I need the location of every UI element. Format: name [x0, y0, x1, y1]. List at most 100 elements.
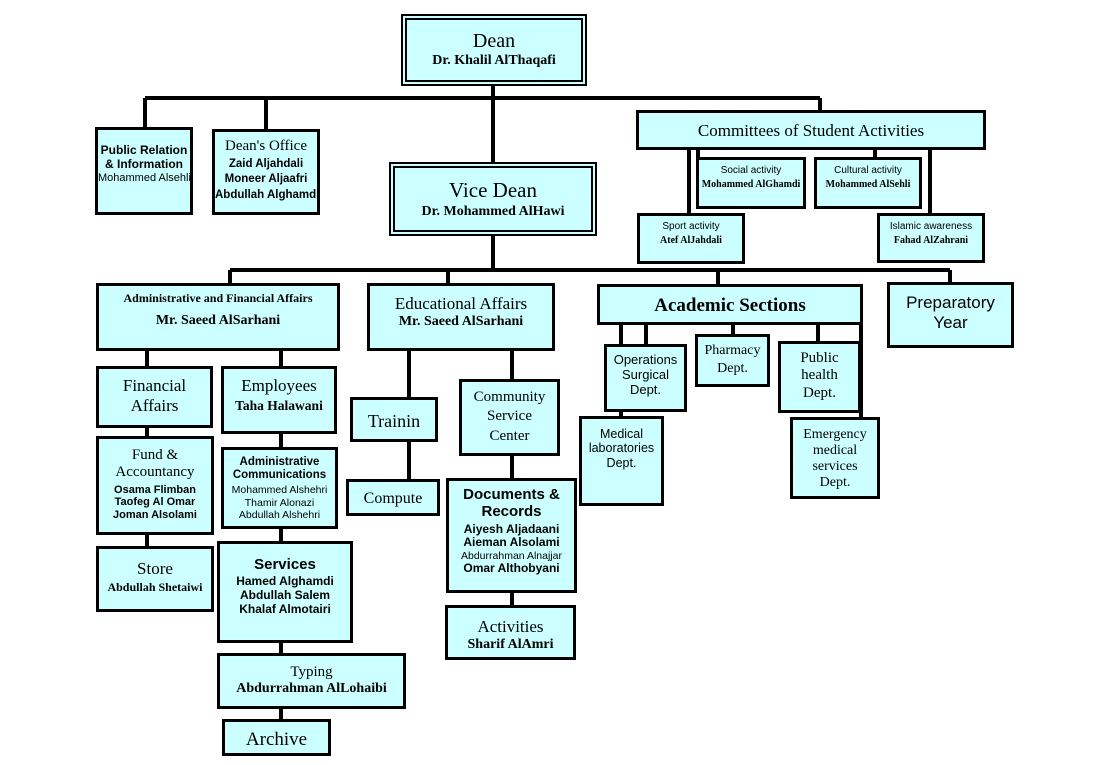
documents-records-box: Documents & Records Aiyesh Aljadaani Aie…: [446, 478, 577, 593]
pharmacy-line2: Dept.: [717, 361, 748, 377]
documents-records-member-3: Abdurrahman Alnajjar: [461, 550, 562, 563]
pharmacy-box: Pharmacy Dept.: [695, 334, 770, 387]
typing-title: Typing: [290, 664, 333, 680]
fund-accountancy-line1: Fund &: [131, 447, 179, 463]
public-relation-title-1: Public Relation: [100, 143, 188, 157]
public-relation-name: Mohammed Alsehli: [98, 171, 191, 184]
community-service-line1: Community: [473, 389, 546, 405]
services-member-3: Khalaf Almotairi: [239, 601, 331, 616]
public-health-box: Public health Dept.: [778, 341, 861, 413]
compute-box: Compute: [346, 479, 440, 516]
medical-labs-line1: Medical: [599, 427, 644, 441]
employees-box: Employees Taha Halawani: [221, 366, 337, 434]
sport-activity-name: Atef AlJahdali: [660, 234, 722, 246]
operations-surgical-box: Operations Surgical Dept.: [604, 344, 687, 412]
operations-surgical-line2: Surgical: [622, 366, 669, 382]
operations-surgical-line1: Operations: [613, 352, 678, 367]
educational-affairs-name: Mr. Saeed AlSarhani: [398, 313, 524, 329]
educational-affairs-title: Educational Affairs: [394, 294, 528, 313]
training-box: Trainin: [350, 397, 438, 442]
admin-communications-member-3: Abdullah Alshehri: [238, 508, 321, 521]
deans-office-box: Dean's Office Zaid Aljahdali Moneer Alja…: [212, 129, 320, 215]
preparatory-year-line1: Preparatory: [906, 293, 995, 312]
community-service-box: Community Service Center: [459, 379, 560, 456]
sport-activity-box: Sport activity Atef AlJahdali: [637, 213, 745, 264]
islamic-awareness-title: Islamic awareness: [889, 221, 973, 232]
cultural-activity-box: Cultural activity Mohammed AlSehli: [814, 157, 922, 209]
fund-accountancy-box: Fund & Accountancy Osama Flimban Taofeg …: [96, 436, 214, 535]
services-member-1: Hamed Alghamdi: [236, 574, 334, 589]
activities-box: Activities Sharif AlAmri: [445, 605, 576, 660]
vice-dean-title: Vice Dean: [449, 178, 537, 202]
medical-labs-line3: Dept.: [606, 455, 637, 470]
fund-accountancy-member-2: Taofeg Al Omar: [114, 496, 196, 509]
documents-records-member-4: Omar Althobyani: [463, 561, 560, 576]
services-box: Services Hamed Alghamdi Abdullah Salem K…: [217, 541, 353, 643]
committees-title: Committees of Student Activities: [697, 121, 925, 140]
admin-financial-name: Mr. Saeed AlSarhani: [155, 312, 281, 328]
admin-communications-line2: Communications: [232, 469, 327, 482]
training-title: Trainin: [367, 411, 421, 431]
deans-office-title: Dean's Office: [225, 138, 307, 154]
dean-name: Dr. Khalil AlThaqafi: [432, 53, 556, 68]
documents-records-line2: Records: [481, 503, 542, 521]
academic-sections-title: Academic Sections: [654, 295, 806, 316]
emergency-line1: Emergency: [803, 427, 867, 442]
documents-records-line1: Documents &: [463, 486, 560, 503]
public-relation-title-2: & Information: [105, 156, 183, 171]
emergency-line4: Dept.: [819, 475, 851, 491]
services-member-2: Abdullah Salem: [239, 588, 331, 603]
public-relation-box: Public Relation & Information Mohammed A…: [95, 127, 193, 215]
financial-affairs-box: Financial Affairs: [96, 366, 213, 428]
public-health-line1: Public: [800, 350, 839, 366]
dean-title: Dean: [472, 30, 516, 52]
operations-surgical-line3: Dept.: [629, 381, 662, 397]
fund-accountancy-member-1: Osama Flimban: [114, 483, 196, 496]
emergency-box: Emergency medical services Dept.: [790, 417, 880, 499]
employees-name: Taha Halawani: [235, 397, 323, 413]
islamic-awareness-name: Fahad AlZahrani: [893, 234, 969, 246]
cultural-activity-title: Cultural activity: [834, 165, 902, 176]
documents-records-member-1: Aiyesh Aljadaani: [463, 521, 560, 536]
typing-name: Abdurrahman AlLohaibi: [236, 681, 387, 697]
financial-affairs-line1: Financial: [122, 376, 187, 395]
store-name: Abdullah Shetaiwi: [107, 579, 203, 594]
deans-office-member-1: Zaid Aljahdali: [228, 158, 304, 171]
employees-title: Employees: [241, 376, 317, 395]
islamic-awareness-box: Islamic awareness Fahad AlZahrani: [877, 213, 985, 263]
admin-communications-member-1: Mohammed Alshehri: [231, 484, 328, 497]
archive-box: Archive: [222, 719, 331, 756]
admin-financial-box: Administrative and Financial Affairs Mr.…: [96, 283, 340, 351]
academic-sections-box: Academic Sections: [597, 284, 863, 325]
deans-office-member-3: Abdullah Alghamdi: [215, 188, 320, 201]
store-title: Store: [137, 559, 173, 578]
medical-labs-line2: laboratories: [588, 441, 655, 456]
community-service-line3: Center: [489, 427, 530, 444]
fund-accountancy-member-3: Joman Alsolami: [113, 508, 197, 521]
sport-activity-title: Sport activity: [662, 221, 720, 232]
committees-box: Committees of Student Activities: [636, 110, 986, 150]
social-activity-box: Social activity Mohammed AlGhamdi: [696, 157, 806, 209]
admin-financial-title: Administrative and Financial Affairs: [123, 291, 313, 305]
vice-dean-name: Dr. Mohammed AlHawi: [421, 204, 565, 220]
typing-box: Typing Abdurrahman AlLohaibi: [217, 653, 406, 709]
financial-affairs-line2: Affairs: [130, 395, 179, 415]
fund-accountancy-line2: Accountancy: [115, 464, 195, 481]
preparatory-year-box: Preparatory Year: [887, 282, 1014, 348]
community-service-line2: Service: [487, 408, 532, 425]
preparatory-year-line2: Year: [933, 312, 968, 332]
archive-title: Archive: [245, 729, 308, 750]
deans-office-member-2: Moneer Aljaafri: [224, 173, 308, 186]
cultural-activity-name: Mohammed AlSehli: [825, 178, 911, 190]
admin-communications-line1: Administrative: [239, 456, 320, 468]
vice-dean-box: Vice Dean Dr. Mohammed AlHawi: [389, 162, 597, 236]
documents-records-member-2: Aieman Alsolami: [463, 535, 560, 550]
compute-title: Compute: [363, 490, 423, 507]
pharmacy-line1: Pharmacy: [704, 343, 761, 358]
services-title: Services: [254, 556, 316, 573]
dean-box: Dean Dr. Khalil AlThaqafi: [401, 14, 587, 86]
emergency-line2: medical: [812, 443, 858, 459]
public-health-line3: Dept.: [803, 384, 836, 401]
activities-name: Sharif AlAmri: [467, 636, 554, 652]
